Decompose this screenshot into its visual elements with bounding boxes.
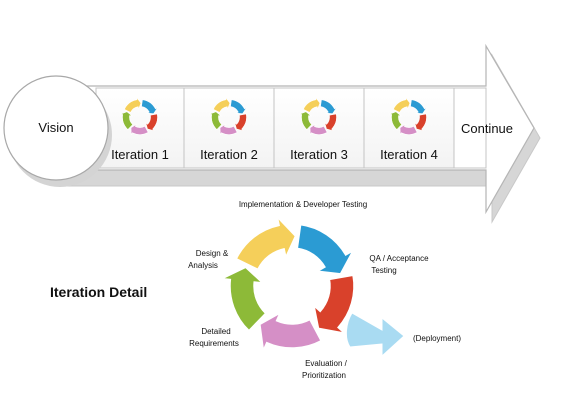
- iteration-3-label: Iteration 3: [290, 147, 348, 162]
- iteration-2-label: Iteration 2: [200, 147, 258, 162]
- mini-cycle-arc-arrow: [299, 111, 313, 131]
- mini-cycle-arc-arrow: [209, 111, 223, 131]
- mini-cycle-arc-arrow: [392, 97, 411, 113]
- iteration-4-label: Iteration 4: [380, 147, 438, 162]
- phase-design-label-line-1: Design &: [196, 249, 229, 258]
- continue-label: Continue: [461, 121, 513, 136]
- mini-cycle-icon: [299, 97, 337, 136]
- mini-cycle-arc-arrow: [324, 113, 337, 132]
- vision-node: Vision: [3, 75, 112, 187]
- mini-cycle-arc-arrow: [309, 123, 328, 136]
- deployment-arrow: [345, 312, 405, 358]
- mini-cycle-arc-arrow: [399, 123, 418, 136]
- phase-qa-label-line-1: QA / Acceptance: [369, 254, 429, 263]
- mini-cycle-arc-arrow: [230, 99, 247, 114]
- deployment-label: (Deployment): [413, 334, 461, 343]
- iteration-detail-cycle: [219, 214, 355, 354]
- phase-requirements-label-line-2: Requirements: [189, 339, 239, 348]
- mini-cycle-arc-arrow: [414, 113, 427, 132]
- mini-cycle-icon: [120, 97, 158, 136]
- mini-cycle-arc-arrow: [141, 99, 158, 114]
- phase-evaluation-label-line-1: Evaluation /: [305, 359, 348, 368]
- mini-cycle-arc-arrow: [130, 123, 149, 136]
- mini-cycle-icons: [120, 97, 427, 136]
- mini-cycle-arc-arrow: [389, 111, 403, 131]
- mini-cycle-arc-arrow: [302, 97, 321, 113]
- mini-cycle-arc-arrow: [145, 113, 158, 132]
- mini-cycle-arc-arrow: [320, 99, 337, 114]
- phase-qa-label-line-2: Testing: [371, 266, 396, 275]
- mini-cycle-arc-arrow: [123, 97, 142, 113]
- mini-cycle-arc-arrow: [410, 99, 427, 114]
- mini-cycle-arc-arrow: [212, 97, 231, 113]
- mini-cycle-arc-arrow: [120, 111, 134, 131]
- phase-arc-arrow: [235, 214, 297, 271]
- phase-requirements-label-line-1: Detailed: [201, 327, 230, 336]
- mini-cycle-arc-arrow: [234, 113, 247, 132]
- iteration-detail-title: Iteration Detail: [50, 284, 147, 300]
- vision-label: Vision: [38, 120, 73, 135]
- mini-cycle-icon: [389, 97, 427, 136]
- phase-arc-arrow: [259, 311, 323, 354]
- phase-arc-arrow: [296, 223, 355, 275]
- mini-cycle-arc-arrow: [219, 123, 238, 136]
- phase-arc-arrow: [219, 266, 267, 332]
- iteration-1-label: Iteration 1: [111, 147, 169, 162]
- continue-cell: [453, 87, 487, 169]
- mini-cycle-icon: [209, 97, 247, 136]
- vision-circle: [3, 75, 109, 181]
- phase-design-label-line-2: Analysis: [188, 261, 218, 270]
- phase-evaluation-label-line-2: Prioritization: [302, 371, 346, 380]
- phase-implementation-label: Implementation & Developer Testing: [239, 200, 367, 209]
- phase-arc-arrow: [312, 274, 355, 335]
